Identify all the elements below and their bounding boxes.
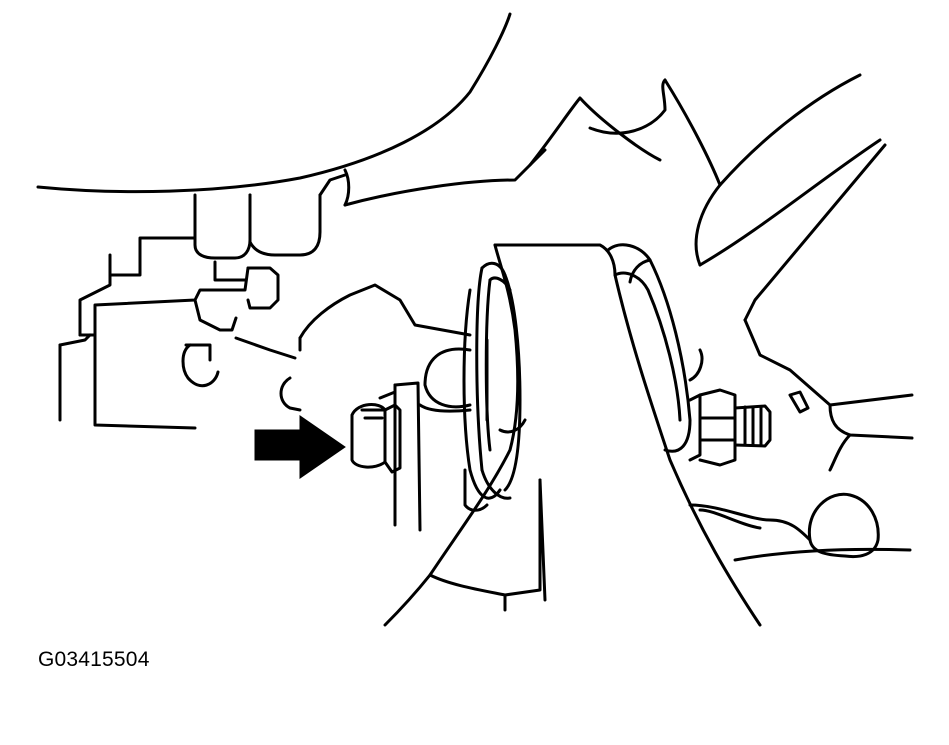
mount-bracket-plate: [378, 381, 422, 532]
figure-id-label: G03415504: [38, 648, 150, 671]
engine-housing: [36, 12, 882, 267]
mount-arm: [383, 243, 762, 627]
ball-joint: [807, 492, 880, 559]
left-engine-components: [58, 173, 472, 430]
bolt: [350, 403, 402, 474]
stud-and-nut: [698, 388, 772, 467]
right-side-structure: [688, 143, 914, 562]
mount-bushing-right: [606, 243, 702, 462]
pointer-arrow: [254, 415, 346, 479]
